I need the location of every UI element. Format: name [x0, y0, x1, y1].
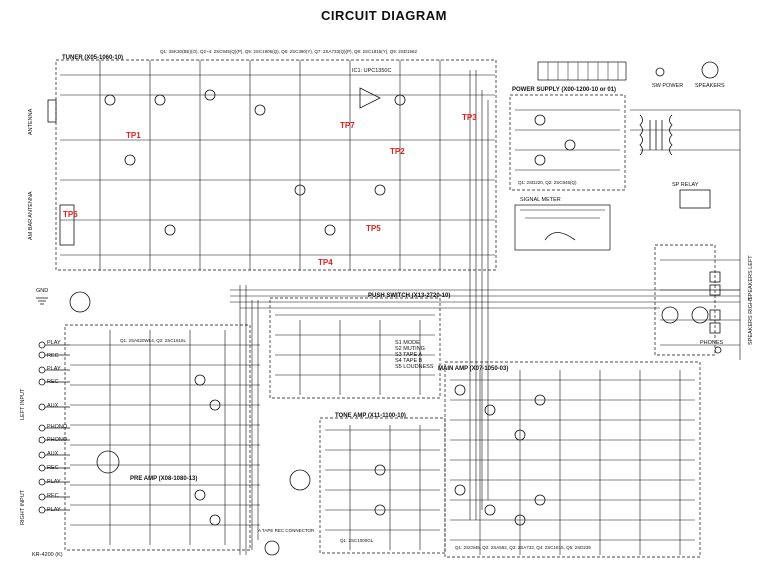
- power-supply-outline: [509, 94, 626, 191]
- push-item-5: S5 LOUDNESS: [395, 364, 434, 370]
- meter-outline: [514, 204, 611, 251]
- tone-parts: Q1: 2SC1000GL: [340, 538, 374, 543]
- relay-label: SP RELAY: [672, 182, 699, 188]
- push-item-1: S1 MODE: [395, 340, 420, 346]
- push-item-2: S2 MUTING: [395, 346, 425, 352]
- right-jack-1: PHONO: [47, 437, 68, 443]
- right-jack-6: PLAY: [47, 507, 61, 513]
- left-input-label: LEFT INPUT: [20, 388, 26, 420]
- test-point-5: TP5: [366, 224, 381, 233]
- test-point-1: TP1: [126, 131, 141, 140]
- power-parts: Q1: 2SD220, Q2: 2SC945(Q): [518, 180, 577, 185]
- right-input-label: RIGHT INPUT: [20, 489, 26, 525]
- left-jack-3: PLAY: [47, 366, 61, 372]
- tuner-board-outline: [55, 59, 497, 271]
- test-point-3: TP3: [462, 113, 477, 122]
- push-switch-label: PUSH SWITCH (X13-2720-10): [368, 293, 451, 299]
- left-jack-4: REC: [47, 379, 59, 385]
- test-point-6: TP6: [63, 210, 78, 219]
- tone-amp-label: TONE AMP (X11-1100-10): [335, 413, 406, 419]
- speakers-a-label: SPEAKERS LEFT: [748, 255, 754, 300]
- tuner-parts: Q1: 3SK30(BE)(O), Q2~4: 2SC945(Q)(P), Q5…: [160, 49, 417, 54]
- am-bar-antenna-label: AM BAR ANTENNA: [28, 191, 34, 240]
- left-jack-2: REC: [47, 353, 59, 359]
- right-jack-3: REC: [47, 465, 59, 471]
- push-switch-outline: [269, 297, 441, 399]
- right-jack-5: REC: [47, 493, 59, 499]
- front-panel-strip: [537, 61, 627, 81]
- speaker-outline: [654, 244, 716, 356]
- left-jack-6: PHONO: [47, 424, 68, 430]
- pre-amp-outline: [64, 324, 251, 551]
- model-number: KR-4200 (K): [32, 552, 63, 558]
- phones-label: PHONES: [700, 340, 724, 346]
- tone-amp-outline: [319, 417, 446, 554]
- antenna-label: ANTENNA: [28, 108, 34, 135]
- gnd-label: GND: [36, 288, 49, 294]
- tape-rec-label: A TAPE REC CONNECTOR: [258, 528, 315, 533]
- sw-power-label: SW POWER: [652, 83, 684, 89]
- meter-label: SIGNAL METER: [520, 197, 561, 203]
- tuner-label: TUNER (X05-1060-10): [62, 55, 124, 61]
- main-amp-label: MAIN AMP (X07-1050-03): [438, 366, 509, 372]
- right-jack-2: AUX: [47, 451, 59, 457]
- speakers-b-label: SPEAKERS RIGHT: [748, 296, 754, 345]
- ic-label: IC1: UPC1350C: [352, 68, 392, 74]
- test-point-7: TP7: [340, 121, 355, 130]
- speakers-switch-label: SPEAKERS: [695, 83, 725, 89]
- test-point-2: TP2: [390, 147, 405, 156]
- push-item-3: S3 TAPE A: [395, 352, 423, 358]
- main-amp-outline: [444, 361, 701, 558]
- page-title: CIRCUIT DIAGRAM: [321, 8, 447, 23]
- main-amp-parts: Q1: 2SC945, Q2: 2SA562, Q3: 2SA733, Q4: …: [455, 545, 591, 550]
- pre-amp-label: PRE AMP (X08-1080-13): [130, 476, 198, 482]
- test-point-4: TP4: [318, 258, 333, 267]
- left-jack-5: AUX: [47, 403, 59, 409]
- pre-amp-parts: Q1: 2SA620WL4, Q2: 2SC1616L: [120, 338, 187, 343]
- power-supply-label: POWER SUPPLY (X00-1200-10 or 01): [512, 87, 617, 93]
- left-jack-1: PLAY: [47, 340, 61, 346]
- push-item-4: S4 TAPE B: [395, 358, 423, 364]
- right-jack-4: PLAY: [47, 479, 61, 485]
